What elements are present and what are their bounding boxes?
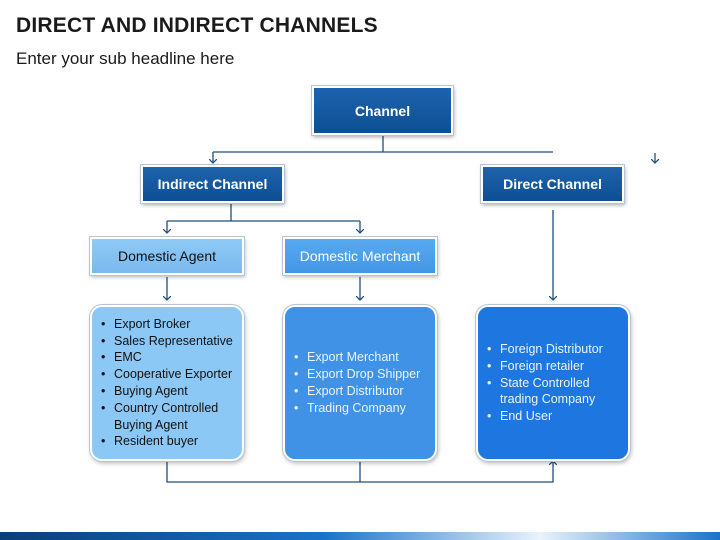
agent-list-card: Export Broker Sales Representative EMC C… <box>90 305 244 461</box>
list-item: EMC <box>101 349 242 366</box>
channel-node: Channel <box>312 86 453 135</box>
direct-list: Foreign Distributor Foreign retailer Sta… <box>478 341 618 425</box>
page-subtitle: Enter your sub headline here <box>16 49 235 68</box>
list-item: Sales Representative <box>101 333 242 350</box>
direct-channel-node: Direct Channel <box>481 165 624 203</box>
list-item: Country Controlled Buying Agent <box>101 400 242 434</box>
merchant-list: Export Merchant Export Drop Shipper Expo… <box>285 349 420 416</box>
list-item: Trading Company <box>294 400 420 417</box>
direct-channel-label: Direct Channel <box>503 176 602 192</box>
channel-label: Channel <box>354 102 411 119</box>
agent-list: Export Broker Sales Representative EMC C… <box>92 316 242 450</box>
list-item: Export Distributor <box>294 383 420 400</box>
list-item: Foreign Distributor <box>487 341 618 358</box>
list-item: Export Broker <box>101 316 242 333</box>
page-title: DIRECT AND INDIRECT CHANNELS <box>16 14 378 37</box>
domestic-agent-label: Domestic Agent <box>117 248 217 264</box>
domestic-merchant-label: Domestic Merchant <box>299 248 421 264</box>
indirect-channel-label: Indirect Channel <box>157 176 268 192</box>
list-item: Export Drop Shipper <box>294 366 420 383</box>
domestic-agent-node: Domestic Agent <box>90 237 244 275</box>
list-item: Foreign retailer <box>487 358 618 375</box>
list-item: Resident buyer <box>101 433 242 450</box>
bottom-accent-bar <box>0 532 720 540</box>
merchant-list-card: Export Merchant Export Drop Shipper Expo… <box>283 305 437 461</box>
list-item: End User <box>487 408 618 425</box>
domestic-merchant-node: Domestic Merchant <box>283 237 437 275</box>
list-item: Export Merchant <box>294 349 420 366</box>
indirect-channel-node: Indirect Channel <box>141 165 284 203</box>
list-item: Buying Agent <box>101 383 242 400</box>
list-item: Cooperative Exporter <box>101 366 242 383</box>
direct-list-card: Foreign Distributor Foreign retailer Sta… <box>476 305 630 461</box>
list-item: State Controlled trading Company <box>487 375 618 409</box>
